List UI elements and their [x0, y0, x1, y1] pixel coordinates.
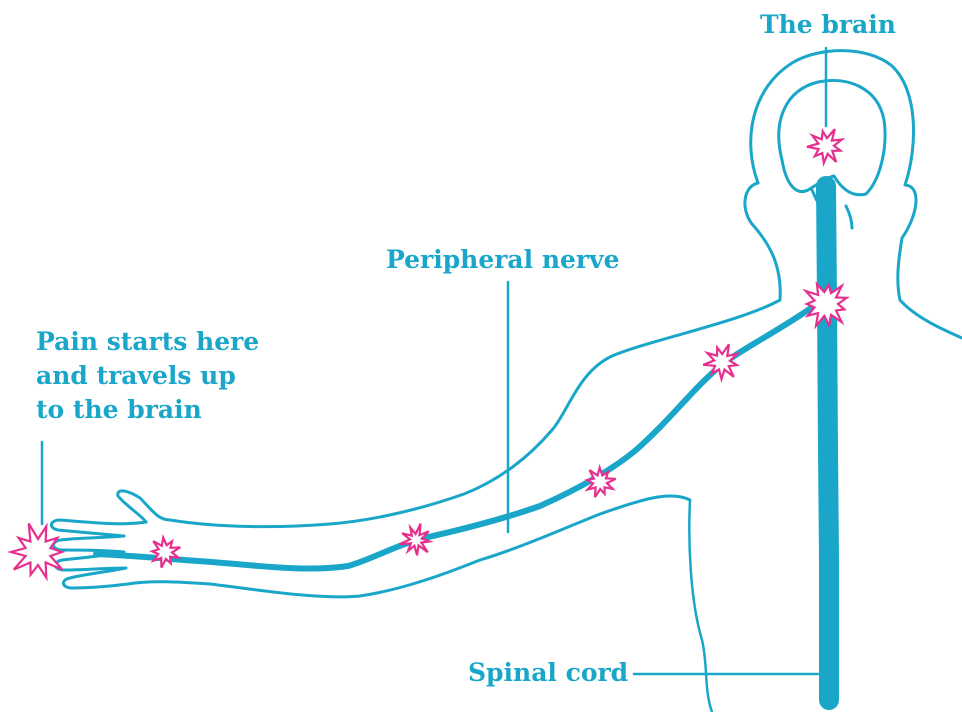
hand-pain-burst — [11, 524, 62, 578]
upper-arm-pain-burst — [587, 468, 615, 498]
torso-side-outline — [689, 500, 712, 712]
pain-start-line-2: and travels up — [36, 359, 259, 393]
brain-pain-burst — [807, 129, 842, 163]
pain-start-line-3: to the brain — [36, 393, 259, 427]
spinal-cord-label: Spinal cord — [468, 656, 628, 690]
spinal-cord-pain-burst — [806, 284, 847, 326]
neck-left-outline — [745, 183, 780, 300]
forearm-pain-burst — [400, 524, 430, 556]
pain-start-label: Pain starts here and travels up to the b… — [36, 325, 259, 427]
spinal-cord — [826, 186, 829, 700]
brain-label: The brain — [760, 8, 896, 42]
wrist-pain-burst — [152, 538, 180, 568]
peripheral-nerve-label: Peripheral nerve — [386, 243, 620, 277]
pain-start-line-1: Pain starts here — [36, 325, 259, 359]
